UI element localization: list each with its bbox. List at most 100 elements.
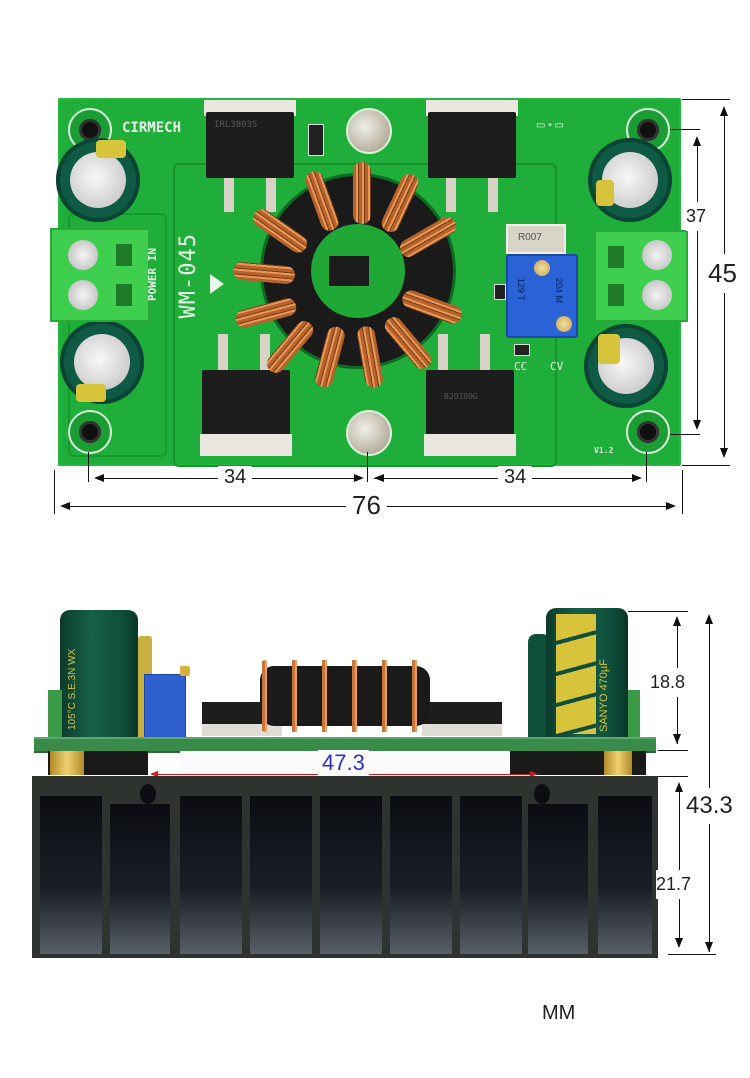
dimension-line [709, 618, 710, 952]
toroid-inductor [232, 162, 465, 390]
smd-led-pair: ▭ ▪ ▭ [536, 120, 564, 131]
pot-label: 129 T [516, 278, 526, 301]
mount-hole-bottom-left [68, 410, 112, 454]
input-terminal-block [50, 228, 150, 322]
dim-total-height: 45 [708, 254, 737, 293]
dimension-tick [658, 750, 688, 751]
dimension-tick [646, 452, 647, 482]
dimension-line [697, 138, 698, 426]
heatsink-mount-hole [534, 784, 550, 804]
shunt-resistor: R007 [506, 224, 566, 254]
model-label: WM-045 [176, 233, 201, 319]
dim-total-height-side: 43.3 [686, 788, 733, 824]
mosfet-marking: IRL3803S [214, 120, 258, 130]
side-terminal [628, 690, 640, 738]
cc-label: CC [514, 360, 528, 373]
mosfet-leg [260, 334, 270, 370]
smd-component [494, 284, 506, 300]
arrow-right-icon [632, 474, 642, 482]
arrow-up-icon [673, 616, 681, 626]
mosfet-bottom-left [202, 370, 290, 436]
cap-marking: 105°C S.E.3N WX [67, 648, 78, 730]
dim-vertical-hole-spacing: 37 [686, 202, 707, 231]
mosfet-leg [266, 178, 276, 212]
arrow-left-icon [374, 474, 384, 482]
arrow-left-icon [60, 502, 70, 510]
mosfet-top-right [428, 112, 516, 178]
pot-adjust-screw[interactable] [534, 260, 550, 276]
center-screw-top [346, 108, 392, 154]
side-capacitor-back [528, 634, 550, 738]
arrow-up-icon [693, 136, 701, 146]
cv-label: CV [550, 360, 564, 373]
side-capacitor-right: SANYO 470µF [546, 608, 628, 738]
dimension-tick [54, 470, 55, 514]
mosfet-leg [438, 334, 448, 370]
dimension-tick [628, 611, 688, 612]
output-capacitor-bottom [584, 324, 668, 408]
dim-right-hole-spacing: 34 [498, 466, 533, 489]
brass-standoff-left [50, 751, 84, 775]
side-toroid [248, 660, 442, 732]
mosfet-leg [218, 334, 228, 370]
dim-total-width: 76 [346, 490, 387, 521]
input-capacitor-top [56, 138, 140, 222]
mosfet-marking: B20100G [444, 392, 478, 401]
arrow-left-icon [94, 474, 104, 482]
dimension-tick [682, 99, 730, 100]
shunt-label: R007 [518, 232, 542, 243]
dimension-tick [670, 129, 700, 130]
dimension-tick [658, 776, 688, 777]
arrow-down-icon [673, 734, 681, 744]
arrow-left-icon [150, 771, 158, 777]
dimension-line [679, 784, 680, 946]
mosfet-top-left: IRL3803S [206, 112, 294, 178]
heatsink-mount-hole [140, 784, 156, 804]
dim-component-height: 18.8 [650, 668, 686, 697]
output-capacitor-top [588, 138, 672, 222]
mount-hole-bottom-right [626, 410, 670, 454]
mosfet-leg [488, 178, 498, 212]
mosfet-leg [480, 334, 490, 370]
units-label: MM [542, 1002, 576, 1024]
input-capacitor-bottom [60, 320, 144, 404]
arrow-right-icon [530, 771, 538, 777]
mosfet-leg [224, 178, 234, 212]
output-terminal-block [594, 230, 688, 322]
brand-label: CIRMECH [122, 120, 182, 136]
dimension-tick [670, 434, 700, 435]
dim-heatsink-hole-spacing: 47.3 [318, 750, 369, 776]
side-potentiometer [144, 674, 186, 740]
side-capacitor-left: 105°C S.E.3N WX [60, 610, 138, 738]
arrow-down-icon [693, 420, 701, 430]
power-in-label: POWER IN [146, 248, 159, 301]
side-terminal [48, 690, 62, 738]
dimension-tick [682, 465, 730, 466]
version-label: V1.2 [594, 446, 614, 455]
mosfet-tab [424, 434, 516, 456]
pot-label: 204 M [554, 278, 564, 304]
dimension-tick [668, 954, 716, 955]
potentiometer-block[interactable]: 129 T 204 M [506, 254, 578, 338]
arrow-down-icon [675, 938, 683, 948]
pot-adjust-screw [180, 666, 190, 676]
mosfet-bottom-right: B20100G [426, 370, 514, 436]
dimension-tick [367, 452, 368, 482]
arrow-right-icon [210, 274, 224, 294]
arrow-up-icon [720, 106, 728, 116]
arrow-up-icon [705, 614, 713, 624]
pot-adjust-screw[interactable] [556, 316, 572, 332]
brass-standoff-right [604, 751, 632, 775]
arrow-down-icon [705, 942, 713, 952]
top-view-pcb: CIRMECH POWER IN WM-045 IRL3803S [50, 98, 688, 467]
dim-heatsink-height: 21.7 [656, 870, 692, 899]
arrow-right-icon [666, 502, 676, 510]
arrow-down-icon [720, 448, 728, 458]
heatsink [32, 776, 658, 958]
dim-left-hole-spacing: 34 [218, 466, 253, 489]
arrow-right-icon [354, 474, 364, 482]
center-screw-bottom [346, 410, 392, 456]
dimension-tick [88, 452, 89, 482]
controller-ic [329, 256, 369, 286]
led-cc [514, 344, 530, 356]
